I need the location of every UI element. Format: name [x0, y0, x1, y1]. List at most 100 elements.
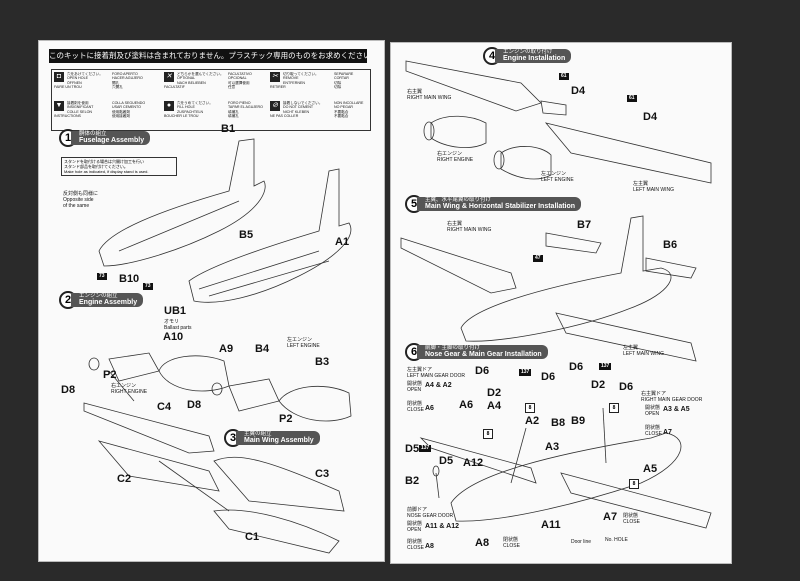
door-line-label: Door line	[571, 539, 592, 545]
part-a4: A4	[487, 400, 502, 412]
part-d4: D4	[571, 85, 586, 97]
left-wing-drawing	[83, 402, 230, 512]
left-instruction-page: このキットに接着剤及び塗料は含まれておりません。プラスチック専用のものをお求めく…	[38, 40, 385, 562]
part-a3-a5: A3 & A5	[663, 406, 690, 413]
scissors-icon: ✂	[270, 72, 280, 82]
paint-tag-73: 73	[143, 283, 153, 290]
part-a7: A7	[603, 511, 618, 523]
adhesive-notice-banner: このキットに接着剤及び塗料は含まれておりません。プラスチック専用のものをお求めく…	[49, 49, 367, 63]
cement-icon: ▼	[54, 101, 64, 111]
no-glue-icon: ⊘	[270, 101, 280, 111]
part-d6: D6	[475, 365, 490, 377]
part-a10: A10	[163, 331, 184, 343]
paint-tag-73: 73	[97, 273, 107, 280]
no-hole-label: No. HOLE	[605, 537, 628, 543]
part-a5: A5	[643, 463, 658, 475]
aircraft-step5-drawing	[400, 215, 697, 362]
right-wing-drawing	[213, 456, 345, 554]
part-a8-close: A8	[425, 543, 434, 550]
part-a2: A2	[525, 415, 540, 427]
part-b2: B2	[405, 475, 420, 487]
paint-tag-61: 61	[559, 73, 569, 80]
part-d6: D6	[541, 371, 556, 383]
part-b7: B7	[577, 219, 592, 231]
part-a6-close: A6	[425, 405, 434, 412]
paint-tag-8: 8	[483, 429, 493, 439]
part-d2: D2	[487, 387, 502, 399]
part-d4: D4	[643, 111, 658, 123]
part-d5: D5	[405, 443, 420, 455]
part-b4: B4	[255, 343, 270, 355]
paint-tag-137: 137	[519, 369, 532, 376]
ballast-label: UB1 オモリ Ballast parts	[164, 305, 192, 331]
fuselage-right-half-drawing	[188, 168, 352, 303]
part-a11: A11	[541, 519, 561, 531]
open-hole-icon: ◘	[54, 72, 64, 82]
fill-hole-icon: ●	[164, 101, 174, 111]
part-a4-a2: A4 & A2	[425, 382, 452, 389]
engine-left-drawing	[211, 378, 352, 422]
part-b8: B8	[551, 417, 566, 429]
part-a9: A9	[219, 343, 234, 355]
part-d5: D5	[439, 455, 454, 467]
part-a7-close: A7	[663, 429, 672, 436]
part-b1: B1	[221, 123, 236, 135]
part-a3: A3	[545, 441, 560, 453]
part-a8: A8	[475, 537, 490, 549]
part-d8: D8	[187, 399, 202, 411]
part-c3: C3	[315, 468, 330, 480]
part-c2: C2	[117, 473, 132, 485]
part-a6: A6	[459, 399, 474, 411]
part-b3: B3	[315, 356, 330, 368]
stand-hole-note: スタンドを取付ける場合は穴開け加工を行い スタンド部品を取付けてください。 Ma…	[61, 157, 177, 176]
part-d6: D6	[619, 381, 634, 393]
optional-icon: ✕	[164, 72, 174, 82]
paint-tag-8: 8	[525, 403, 535, 413]
paint-tag-8: 8	[609, 403, 619, 413]
part-a11-a12: A11 & A12	[425, 523, 459, 530]
opposite-side-note: 反対側も同様に Opposite side of the same	[63, 191, 99, 209]
left-wing-engine-drawing	[493, 122, 712, 184]
fuselage-left-half-drawing	[98, 138, 266, 267]
left-page-line-art	[83, 138, 352, 554]
paint-tag-61: 61	[627, 95, 637, 102]
part-c4: C4	[157, 401, 172, 413]
part-a1: A1	[335, 236, 350, 248]
part-c1: C1	[245, 531, 260, 543]
right-page-line-art	[400, 60, 712, 529]
part-p2: P2	[279, 413, 293, 425]
right-wing-engine-drawing	[405, 60, 567, 148]
part-a12: A12	[463, 457, 484, 469]
part-b9: B9	[571, 415, 586, 427]
part-d6: D6	[569, 361, 584, 373]
part-b6: B6	[663, 239, 678, 251]
